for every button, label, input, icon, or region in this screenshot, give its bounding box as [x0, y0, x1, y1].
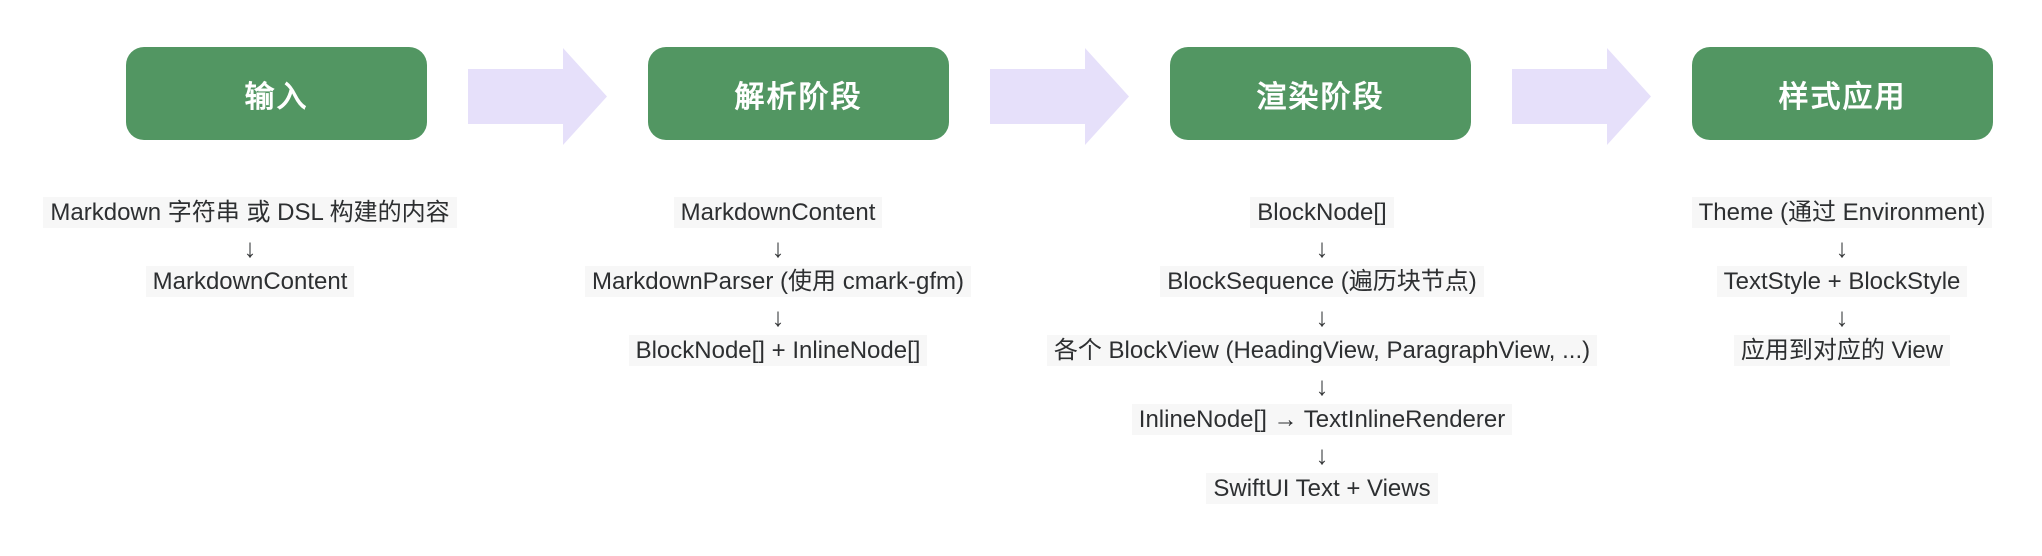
flow-column-render: BlockNode[] ↓ BlockSequence (遍历块节点) ↓ 各个…: [982, 196, 1662, 507]
flow-step: Theme (通过 Environment): [1502, 196, 2042, 231]
stage-title: 样式应用: [1778, 80, 1907, 114]
stage-box-parse: 解析阶段: [648, 47, 949, 140]
flow-column-parse: MarkdownContent ↓ MarkdownParser (使用 cma…: [438, 196, 1118, 369]
arrow-down-icon: ↓: [1315, 439, 1329, 470]
arrow-down-icon: ↓: [1835, 301, 1849, 332]
stage-box-render: 渲染阶段: [1170, 47, 1471, 140]
flow-step: TextStyle + BlockStyle: [1502, 265, 2042, 300]
flow-step: BlockNode[] + InlineNode[]: [438, 334, 1118, 369]
arrow-down-icon: ↓: [1315, 301, 1329, 332]
stage-box-input: 输入: [126, 47, 427, 140]
flow-step: SwiftUI Text + Views: [982, 472, 1662, 507]
arrow-right-icon: [1512, 48, 1651, 145]
flow-step: BlockNode[]: [982, 196, 1662, 231]
arrow-down-icon: ↓: [1835, 232, 1849, 263]
arrow-right-icon: [468, 48, 607, 145]
flow-column-input: Markdown 字符串 或 DSL 构建的内容 ↓ MarkdownConte…: [0, 196, 590, 300]
arrow-down-icon: ↓: [243, 232, 257, 263]
flow-step: 应用到对应的 View: [1502, 334, 2042, 369]
arrow-right-icon: [990, 48, 1129, 145]
flow-column-style: Theme (通过 Environment) ↓ TextStyle + Blo…: [1502, 196, 2042, 369]
arrow-down-icon: ↓: [1315, 232, 1329, 263]
stage-box-style: 样式应用: [1692, 47, 1993, 140]
flow-step: BlockSequence (遍历块节点): [982, 265, 1662, 300]
arrow-down-icon: ↓: [771, 301, 785, 332]
flow-step: MarkdownParser (使用 cmark-gfm): [438, 265, 1118, 300]
flow-step: MarkdownContent: [0, 265, 590, 300]
flow-step: MarkdownContent: [438, 196, 1118, 231]
flow-step: Markdown 字符串 或 DSL 构建的内容: [0, 196, 590, 231]
stage-title: 输入: [244, 80, 309, 114]
flow-step: 各个 BlockView (HeadingView, ParagraphView…: [982, 334, 1662, 369]
arrow-down-icon: ↓: [771, 232, 785, 263]
stage-title: 解析阶段: [734, 80, 863, 114]
flow-step: InlineNode[] → TextInlineRenderer: [982, 403, 1662, 438]
stage-title: 渲染阶段: [1256, 80, 1385, 114]
arrow-down-icon: ↓: [1315, 370, 1329, 401]
